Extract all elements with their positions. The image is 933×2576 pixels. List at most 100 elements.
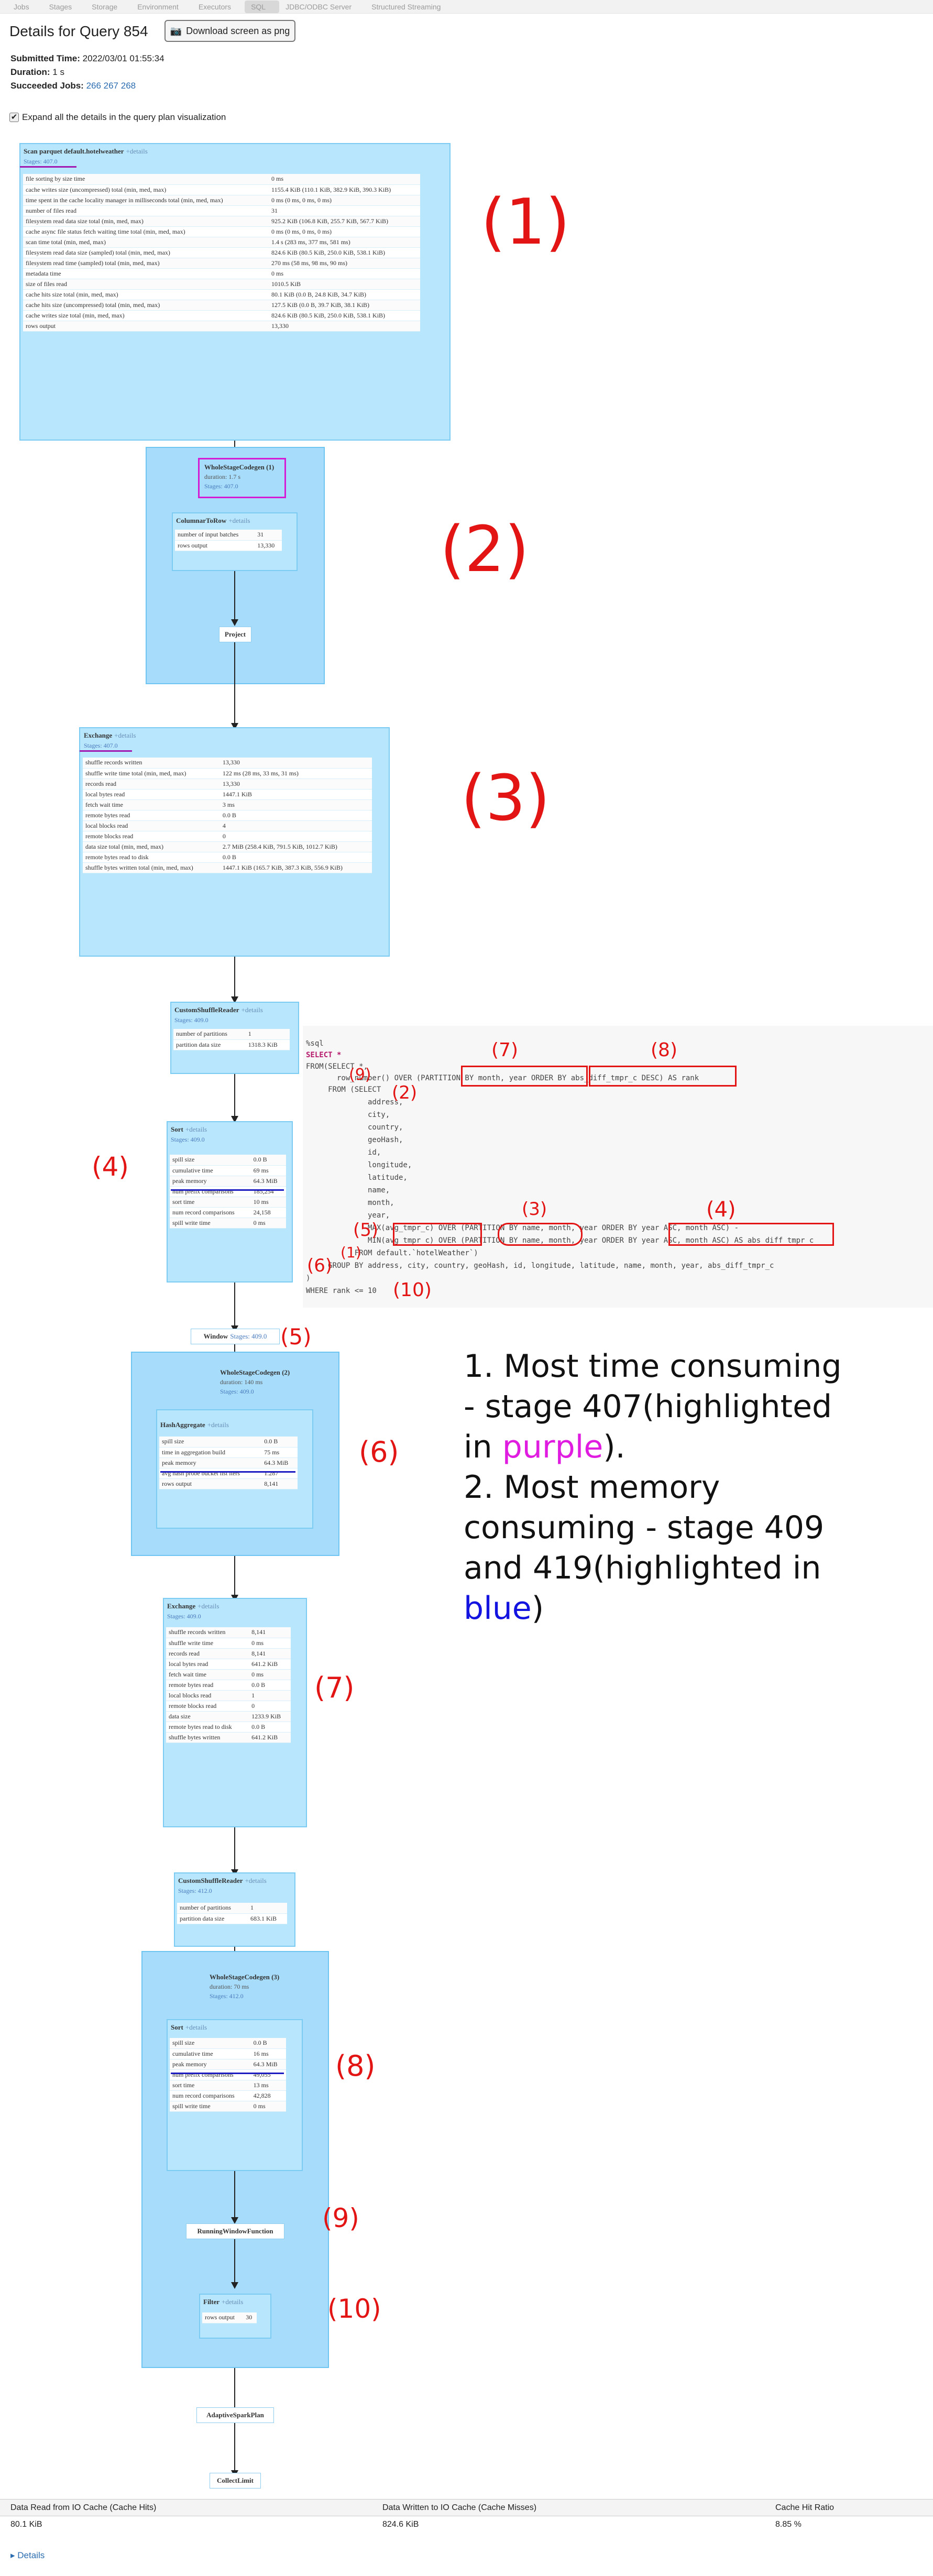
expand-details-toggle[interactable]: ✔ Expand all the details in the query pl… (9, 112, 226, 123)
metric-value: 42,828 (250, 2090, 286, 2101)
metric-row: shuffle write time total (min, med, max)… (83, 768, 372, 779)
annotation-2: (2) (440, 513, 529, 586)
filter-title-text: Filter (203, 2298, 220, 2306)
code-line: address, (306, 1098, 403, 1106)
wsc2-stages[interactable]: Stages: 409.0 (220, 1388, 254, 1395)
metric-value: 1447.1 KiB (219, 789, 372, 800)
exchange1-details-link[interactable]: +details (114, 731, 136, 739)
running-window-function-node[interactable]: RunningWindowFunction (186, 2223, 284, 2239)
nav-tab-stages[interactable]: Stages (49, 2, 72, 11)
nav-tab-streaming[interactable]: Structured Streaming (371, 2, 441, 11)
sort2-details-link[interactable]: +details (185, 2023, 207, 2031)
filter-details-link[interactable]: +details (222, 2298, 244, 2306)
details-label: Details (17, 2550, 45, 2560)
metric-name: cumulative time (170, 1165, 251, 1176)
scan-details-link[interactable]: +details (126, 147, 148, 155)
scan-stages[interactable]: Stages: 407.0 (24, 158, 58, 165)
metric-name: number of input batches (175, 530, 255, 541)
metric-name: remote bytes read (83, 810, 220, 821)
code-line: MAX(avg_tmpr_c) OVER (PARTITION BY name,… (306, 1224, 739, 1232)
wsc1-stages[interactable]: Stages: 407.0 (204, 483, 238, 490)
value-cache-hits: 80.1 KiB (0, 2516, 372, 2533)
metric-name: number of partitions (173, 1029, 246, 1040)
header-cache-ratio: Cache Hit Ratio (765, 2499, 933, 2516)
metric-value: 24,158 (250, 1207, 286, 1218)
csr1-title: CustomShuffleReader+details (174, 1006, 263, 1014)
metric-name: records read (166, 1648, 249, 1659)
checkbox-checked-icon[interactable]: ✔ (9, 113, 19, 122)
csr1-details-link[interactable]: +details (241, 1006, 263, 1014)
note-line: 1. Most time consuming (464, 1348, 842, 1385)
c2r-details-link[interactable]: +details (228, 517, 250, 524)
nav-tab-sql[interactable]: SQL (245, 0, 280, 13)
code-annotation-8: (8) (651, 1039, 677, 1061)
download-png-button[interactable]: 📷 Download screen as png (164, 20, 295, 42)
metric-row: filesystem read data size total (min, me… (23, 216, 420, 227)
annotation-3: (3) (461, 762, 550, 835)
nav-tab-storage[interactable]: Storage (92, 2, 118, 11)
metric-row: shuffle bytes written total (min, med, m… (83, 862, 372, 873)
metric-value: 185,254 (250, 1186, 286, 1197)
metric-name: sort time (170, 2080, 251, 2091)
metric-name: partition data size (173, 1039, 246, 1050)
exchange1-stages[interactable]: Stages: 407.0 (84, 742, 118, 749)
metric-value: 49,055 (250, 2069, 286, 2080)
window-stages[interactable]: Stages: 409.0 (230, 1332, 267, 1340)
metric-name: size of files read (23, 279, 269, 290)
edge-line (234, 1282, 235, 1329)
purple-underline (80, 750, 132, 752)
highlight-order-by (589, 1066, 737, 1087)
sql-code-cell[interactable]: %sql SELECT * FROM(SELECT *, row_number(… (303, 1026, 933, 1308)
metric-name: data size total (min, med, max) (83, 841, 220, 852)
wsc2-duration: duration: 140 ms (220, 1378, 263, 1386)
metric-value: 641.2 KiB (249, 1659, 291, 1670)
details-link[interactable]: ▸ Details (10, 2550, 45, 2561)
metric-value: 122 ms (28 ms, 33 ms, 31 ms) (219, 768, 372, 779)
project-node[interactable]: Project (219, 627, 251, 642)
nav-tab-jobs[interactable]: Jobs (14, 2, 29, 11)
edge-line (234, 1827, 235, 1872)
code-annotation-4: (4) (706, 1198, 736, 1222)
collect-limit-node[interactable]: CollectLimit (210, 2473, 261, 2489)
csr2-details-link[interactable]: +details (245, 1877, 267, 1884)
sort1-stages[interactable]: Stages: 409.0 (171, 1136, 205, 1143)
csr2-stages[interactable]: Stages: 412.0 (178, 1887, 212, 1894)
wsc3-duration: duration: 70 ms (210, 1983, 249, 1990)
exchange2-stages[interactable]: Stages: 409.0 (167, 1613, 201, 1620)
blue-underline (171, 1189, 284, 1191)
jobs-links[interactable]: 266 267 268 (86, 81, 136, 91)
nav-tab-executors[interactable]: Executors (198, 2, 232, 11)
code-line: country, (306, 1123, 403, 1132)
wsc3-stages[interactable]: Stages: 412.0 (210, 1992, 244, 2000)
csr1-stages[interactable]: Stages: 409.0 (174, 1016, 208, 1024)
exchange1-title-text: Exchange (84, 731, 113, 739)
c2r-title-text: ColumnarToRow (176, 517, 227, 524)
top-navigation: Jobs Stages Storage Environment Executor… (0, 0, 933, 14)
note-line: in purple). (464, 1427, 842, 1467)
metric-name: time spent in the cache locality manager… (23, 195, 269, 206)
metric-name: local blocks read (166, 1690, 249, 1701)
nav-tab-environment[interactable]: Environment (137, 2, 179, 11)
edge-line (234, 1556, 235, 1598)
nav-tab-jdbc[interactable]: JDBC/ODBC Server (286, 2, 352, 11)
metric-value: 0.0 B (250, 1155, 286, 1166)
metric-name: spill size (170, 2038, 251, 2049)
metric-value: 8,141 (261, 1478, 298, 1489)
exchange2-details-link[interactable]: +details (197, 1602, 219, 1610)
metric-value: 824.6 KiB (80.5 KiB, 250.0 KiB, 538.1 Ki… (269, 310, 420, 321)
adaptive-spark-plan-node[interactable]: AdaptiveSparkPlan (196, 2407, 274, 2423)
wsc3-title: WholeStageCodegen (3) (210, 1973, 280, 1981)
metric-name: shuffle bytes written (166, 1732, 249, 1743)
hashagg-title-text: HashAggregate (160, 1421, 205, 1429)
sort1-details-link[interactable]: +details (185, 1125, 207, 1133)
hashagg-details-link[interactable]: +details (207, 1421, 229, 1429)
submitted-time: Submitted Time: 2022/03/01 01:55:34 (10, 53, 164, 64)
